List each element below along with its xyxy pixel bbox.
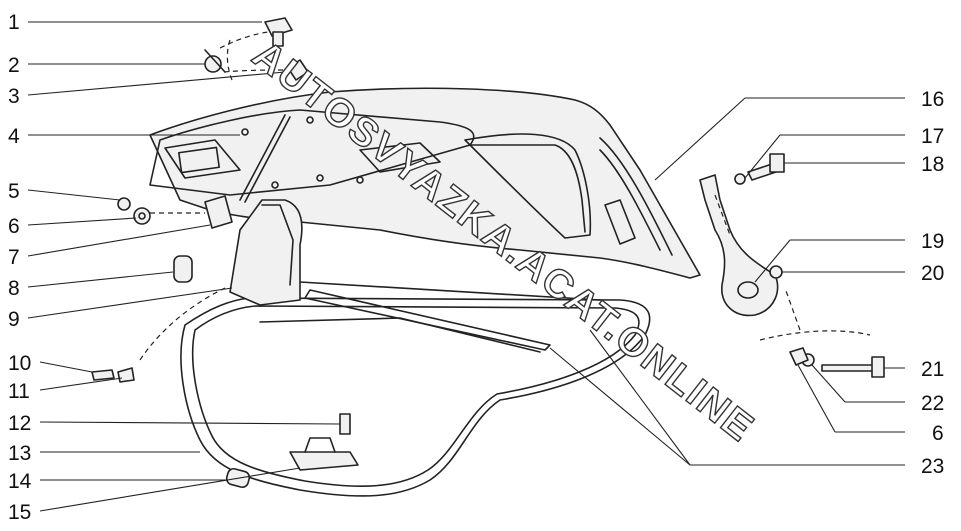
- trunk-seal: [180, 297, 651, 497]
- callout-4: 4: [8, 125, 20, 148]
- callout-11: 11: [8, 380, 30, 403]
- callout-5: 5: [8, 180, 20, 203]
- callout-labels: 1 2 3 4 5 6 7 8 9 10 11 12 13 14 15 16 1…: [8, 11, 944, 524]
- callout-22: 22: [921, 392, 944, 415]
- small-parts: [91, 17, 885, 489]
- callout-1: 1: [8, 11, 20, 34]
- leader-lines: [27, 21, 905, 512]
- callout-8: 8: [8, 277, 20, 300]
- callout-19: 19: [921, 230, 944, 253]
- callout-12: 12: [8, 412, 31, 435]
- callout-7: 7: [8, 246, 20, 269]
- callout-13: 13: [8, 442, 31, 465]
- callout-21: 21: [921, 358, 944, 381]
- callout-9: 9: [8, 308, 20, 331]
- callout-23: 23: [921, 455, 944, 478]
- callout-16: 16: [921, 88, 944, 111]
- assembly-guides: [139, 31, 871, 361]
- hinge-arm: [699, 174, 779, 317]
- callout-18: 18: [921, 153, 944, 176]
- callout-20: 20: [921, 262, 944, 285]
- callout-17: 17: [921, 125, 944, 148]
- callout-6b: 6: [932, 422, 944, 445]
- callout-10: 10: [8, 352, 31, 375]
- trunk-lid: [149, 87, 701, 279]
- callout-15: 15: [8, 501, 31, 524]
- callout-6: 6: [8, 215, 20, 238]
- callout-2: 2: [8, 54, 20, 77]
- callout-3: 3: [8, 85, 20, 108]
- lid-lining: [229, 199, 303, 306]
- callout-14: 14: [8, 470, 32, 493]
- trim-strips: [259, 281, 601, 353]
